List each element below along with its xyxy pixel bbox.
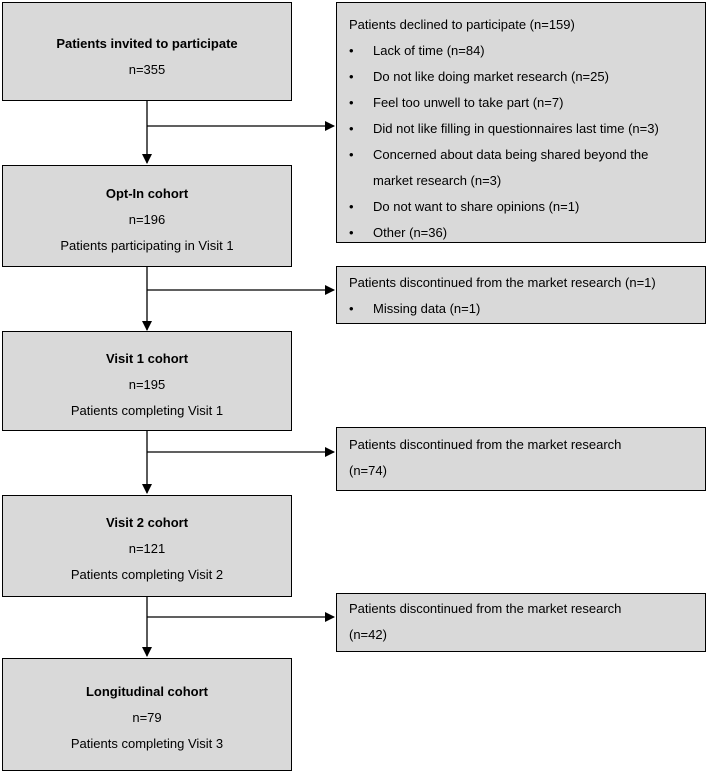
cohort-title: Patients invited to participate [56, 36, 238, 51]
bullet-icon: • [349, 43, 354, 58]
list-item: • Missing data (n=1) [349, 296, 705, 322]
exclusion-box-declined: Patients declined to participate (n=159)… [336, 2, 706, 243]
reason-text-continued: market research (n=3) [373, 173, 502, 188]
exclusion-count: (n=74) [349, 463, 387, 478]
list-item: • Did not like filling in questionnaires … [349, 116, 705, 142]
exclusion-header: Patients discontinued from the market re… [349, 601, 622, 616]
reason-text: Other (n=36) [373, 225, 448, 240]
list-item: • Lack of time (n=84) [349, 38, 705, 64]
bullet-icon: • [349, 69, 354, 84]
cohort-description: Patients participating in Visit 1 [60, 238, 234, 253]
exclusion-box-discontinued-1: Patients discontinued from the market re… [336, 266, 706, 324]
bullet-icon: • [349, 199, 354, 214]
cohort-title: Longitudinal cohort [85, 684, 209, 699]
exclusion-count: (n=42) [349, 627, 387, 642]
cohort-description: Patients completing Visit 2 [70, 567, 224, 582]
cohort-box-invited: Patients invited to participate n=355 [2, 2, 292, 101]
reason-text: Missing data (n=1) [373, 301, 481, 316]
reason-text: Concerned about data being shared beyond… [373, 147, 649, 162]
reason-list: • Missing data (n=1) [349, 296, 705, 322]
cohort-box-longitudinal: Longitudinal cohort n=79 Patients comple… [2, 658, 292, 771]
exclusion-box-discontinued-3: Patients discontinued from the market re… [336, 593, 706, 652]
cohort-box-visit-1: Visit 1 cohort n=195 Patients completing… [2, 331, 292, 431]
exclusion-header: Patients discontinued from the market re… [349, 437, 622, 452]
cohort-count: n=79 [132, 710, 162, 725]
cohort-description: Patients completing Visit 1 [70, 403, 224, 418]
list-item: • Concerned about data being shared beyon… [349, 142, 705, 194]
cohort-description: Patients completing Visit 3 [70, 736, 224, 751]
list-item: • Feel too unwell to take part (n=7) [349, 90, 705, 116]
cohort-title: Opt-In cohort [105, 186, 189, 201]
cohort-box-visit-2: Visit 2 cohort n=121 Patients completing… [2, 495, 292, 597]
exclusion-box-discontinued-2: Patients discontinued from the market re… [336, 427, 706, 491]
cohort-title: Visit 2 cohort [105, 515, 189, 530]
bullet-icon: • [349, 95, 354, 110]
reason-text: Do not like doing market research (n=25) [373, 69, 609, 84]
reason-text: Feel too unwell to take part (n=7) [373, 95, 564, 110]
bullet-icon: • [349, 147, 354, 162]
reason-list: • Lack of time (n=84) • Do not like doing … [349, 38, 705, 246]
reason-text: Lack of time (n=84) [373, 43, 485, 58]
bullet-icon: • [349, 121, 354, 136]
exclusion-header: Patients discontinued from the market re… [349, 275, 656, 290]
reason-text: Do not want to share opinions (n=1) [373, 199, 580, 214]
exclusion-header: Patients declined to participate (n=159) [349, 17, 575, 32]
list-item: • Do not want to share opinions (n=1) [349, 194, 705, 220]
list-item: • Other (n=36) [349, 220, 705, 246]
bullet-icon: • [349, 225, 354, 240]
reason-text: Did not like filling in questionnaires l… [373, 121, 659, 136]
cohort-count: n=121 [128, 541, 166, 556]
cohort-count: n=196 [128, 212, 166, 227]
cohort-count: n=355 [128, 62, 166, 77]
cohort-box-opt-in: Opt-In cohort n=196 Patients participati… [2, 165, 292, 267]
list-item: • Do not like doing market research (n=25… [349, 64, 705, 90]
bullet-icon: • [349, 301, 354, 316]
cohort-count: n=195 [128, 377, 166, 392]
cohort-title: Visit 1 cohort [105, 351, 189, 366]
